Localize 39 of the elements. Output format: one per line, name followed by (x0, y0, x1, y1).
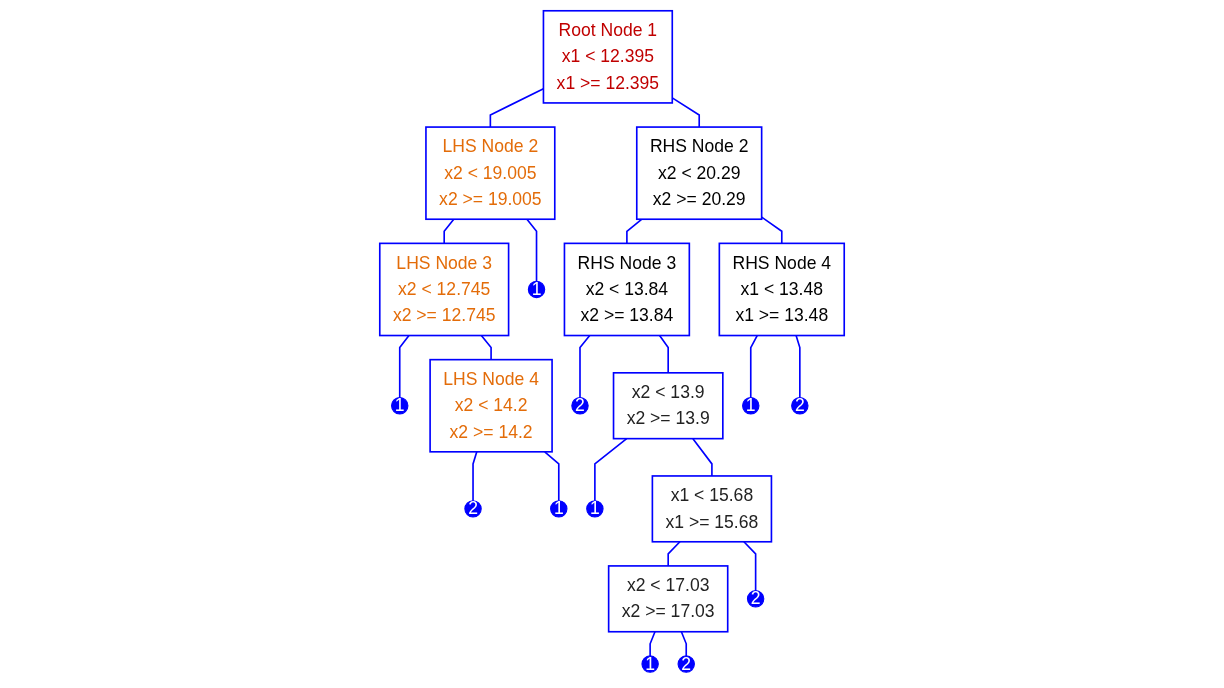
connector (480, 334, 492, 361)
connector (760, 216, 783, 245)
connector (692, 437, 713, 477)
node-circle (527, 280, 546, 299)
connector (472, 451, 478, 502)
node-box (425, 126, 556, 221)
node-circle (746, 590, 765, 608)
node-circle (550, 500, 568, 518)
node-circle (464, 500, 482, 518)
connector (667, 540, 681, 567)
node-box (718, 242, 846, 337)
node-circle (791, 397, 809, 415)
node-circle (586, 500, 604, 518)
node-box (607, 565, 729, 633)
node-box (635, 126, 763, 221)
connector (749, 334, 758, 399)
node-circle (641, 655, 659, 673)
connector (658, 334, 669, 374)
node-box (563, 242, 691, 337)
connector (398, 334, 410, 399)
node-circle (391, 397, 409, 415)
node-circle (677, 655, 695, 673)
connector (795, 334, 801, 399)
connector (543, 451, 560, 502)
connector (579, 334, 591, 399)
node-box (378, 242, 510, 337)
node-circle (571, 397, 589, 415)
connector (680, 630, 688, 657)
connector (649, 630, 656, 657)
connector (443, 218, 455, 245)
node-box (542, 9, 674, 104)
node-circle (742, 397, 760, 415)
node-box (429, 358, 553, 453)
connector (594, 437, 628, 502)
node-box (612, 372, 724, 440)
connector (526, 218, 538, 283)
connector (626, 218, 643, 245)
connector (743, 540, 757, 592)
node-box (651, 475, 773, 543)
